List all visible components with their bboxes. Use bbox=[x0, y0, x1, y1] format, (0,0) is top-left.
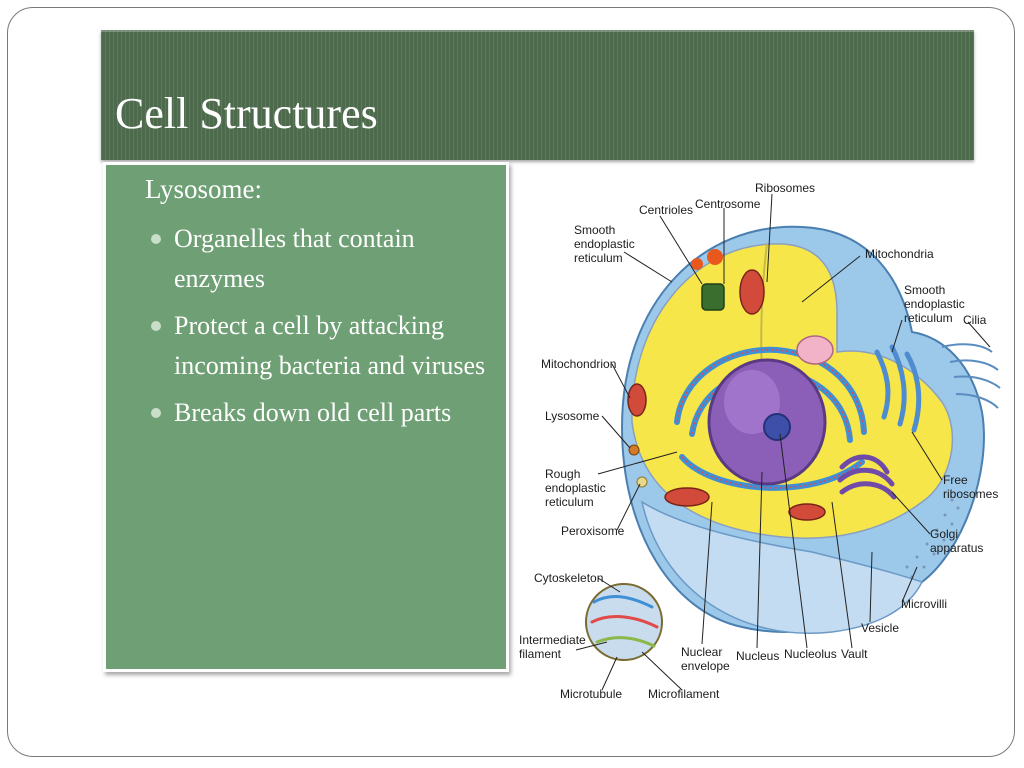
vacuole bbox=[796, 335, 834, 365]
label-intermediate-2: filament bbox=[519, 647, 562, 661]
bullet-list: Organelles that contain enzymes Protect … bbox=[148, 219, 504, 440]
label-intermediate-1: Intermediate bbox=[519, 633, 586, 647]
label-microvilli: Microvilli bbox=[901, 597, 947, 611]
bullet-dot-icon bbox=[151, 321, 161, 331]
content-heading: Lysosome: bbox=[145, 174, 263, 204]
label-rough-er-1: Rough bbox=[545, 467, 580, 481]
peroxisome bbox=[636, 476, 648, 488]
label-cytoskeleton: Cytoskeleton bbox=[534, 571, 603, 585]
centriole bbox=[691, 258, 703, 270]
bullet-item: Breaks down old cell parts bbox=[148, 393, 504, 433]
bullet-text: Breaks down old cell parts bbox=[174, 398, 452, 427]
cytoskeleton-inset bbox=[585, 583, 663, 661]
bullet-text: Protect a cell by attacking incoming bac… bbox=[174, 311, 486, 380]
lysosome bbox=[628, 444, 640, 456]
smooth-er-right bbox=[874, 344, 922, 433]
label-ribosomes: Ribosomes bbox=[755, 181, 815, 195]
mitochondrion bbox=[788, 503, 826, 521]
slide-title: Cell Structures bbox=[115, 89, 378, 138]
label-nuclear-env-1: Nuclear bbox=[681, 645, 722, 659]
label-golgi-1: Golgi bbox=[930, 527, 958, 541]
label-microtubule: Microtubule bbox=[560, 687, 622, 701]
label-smooth-er-right-3: reticulum bbox=[904, 311, 953, 325]
label-vault: Vault bbox=[841, 647, 868, 661]
label-smooth-er-left-3: reticulum bbox=[574, 251, 623, 265]
cell-section-edge bbox=[760, 243, 768, 373]
bullet-text: Organelles that contain enzymes bbox=[174, 224, 415, 293]
label-rough-er-2: endoplastic bbox=[545, 481, 606, 495]
label-smooth-er-left-1: Smooth bbox=[574, 223, 615, 237]
label-mitochondrion: Mitochondrion bbox=[541, 357, 616, 371]
label-nuclear-env-2: envelope bbox=[681, 659, 730, 673]
mitochondrion bbox=[664, 487, 710, 507]
label-smooth-er-right-2: endoplastic bbox=[904, 297, 965, 311]
label-golgi-2: apparatus bbox=[930, 541, 983, 555]
label-centrosome: Centrosome bbox=[695, 197, 761, 211]
nucleolus bbox=[763, 413, 791, 441]
centrosome bbox=[701, 283, 725, 311]
mitochondrion bbox=[739, 269, 765, 315]
label-lysosome: Lysosome bbox=[545, 409, 600, 423]
golgi-apparatus bbox=[837, 454, 897, 500]
centriole bbox=[707, 249, 723, 265]
microvilli bbox=[905, 498, 960, 579]
content-box bbox=[103, 162, 509, 672]
label-free-ribosomes-2: ribosomes bbox=[943, 487, 998, 501]
label-free-ribosomes-1: Free bbox=[943, 473, 968, 487]
label-microfilament: Microfilament bbox=[648, 687, 720, 701]
leader-lines bbox=[575, 193, 991, 691]
bullet-item: Organelles that contain enzymes bbox=[148, 219, 504, 299]
cell-cross-section bbox=[640, 500, 924, 634]
label-peroxisome: Peroxisome bbox=[561, 524, 625, 538]
label-smooth-er-right-1: Smooth bbox=[904, 283, 945, 297]
title-bar bbox=[101, 30, 974, 160]
label-centrioles: Centrioles bbox=[639, 203, 693, 217]
label-nucleus: Nucleus bbox=[736, 649, 779, 663]
label-smooth-er-left-2: endoplastic bbox=[574, 237, 635, 251]
animal-cell-diagram: Ribosomes Centrosome Centrioles Smooth e… bbox=[519, 181, 1001, 701]
label-nucleolus: Nucleolus bbox=[784, 647, 837, 661]
label-mitochondria: Mitochondria bbox=[865, 247, 934, 261]
mitochondrion bbox=[627, 383, 647, 417]
label-rough-er-3: reticulum bbox=[545, 495, 594, 509]
bullet-dot-icon bbox=[151, 234, 161, 244]
label-vesicle: Vesicle bbox=[861, 621, 899, 635]
nucleus-highlight bbox=[724, 370, 780, 434]
bullet-dot-icon bbox=[151, 408, 161, 418]
label-cilia: Cilia bbox=[963, 313, 987, 327]
cilia bbox=[941, 343, 1001, 409]
bullet-item: Protect a cell by attacking incoming bac… bbox=[148, 306, 504, 386]
